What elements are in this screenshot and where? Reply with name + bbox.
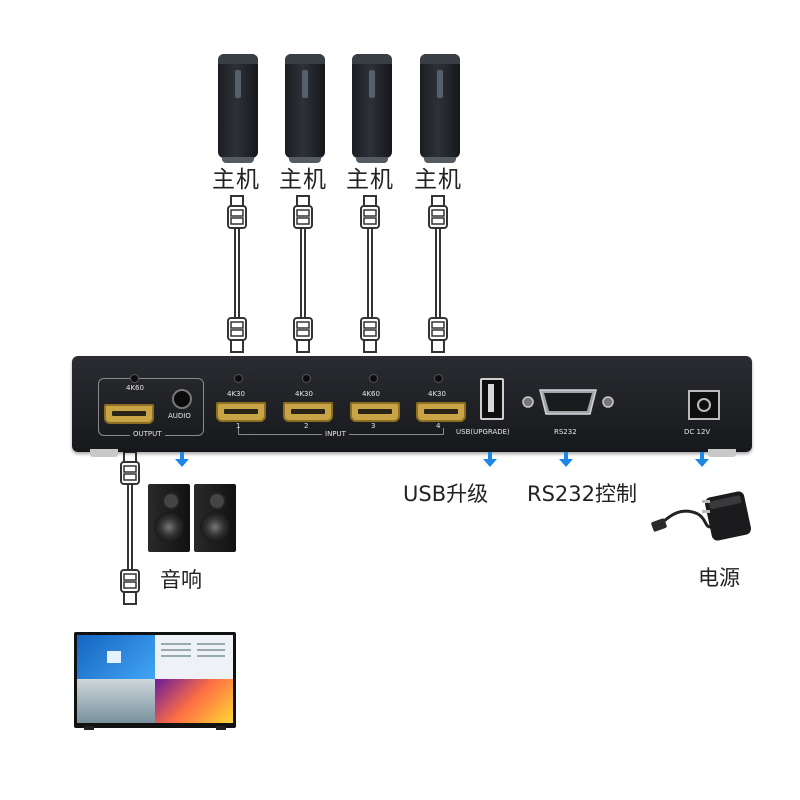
- monitor-stand: [84, 726, 94, 730]
- usb-upgrade-label: USB升级: [403, 478, 488, 508]
- power-adapter-icon: [650, 486, 760, 556]
- speaker-label: 音响: [160, 564, 202, 594]
- screen-quadrant-game: [155, 679, 233, 723]
- arrow-down-icon: [559, 452, 573, 467]
- screen-quadrant-document: [155, 635, 233, 679]
- power-label: 电源: [698, 562, 740, 592]
- monitor: [74, 632, 236, 728]
- arrow-down-icon: [695, 452, 709, 467]
- arrow-down-icon: [483, 452, 497, 467]
- screen-quadrant-interior: [77, 679, 155, 723]
- monitor-screen: [77, 635, 233, 723]
- speaker-right-icon: [194, 484, 236, 552]
- rs232-control-label: RS232控制: [527, 478, 637, 508]
- arrow-down-icon: [175, 452, 189, 467]
- speaker-left-icon: [148, 484, 190, 552]
- screen-quadrant-desktop: [77, 635, 155, 679]
- monitor-stand: [216, 726, 226, 730]
